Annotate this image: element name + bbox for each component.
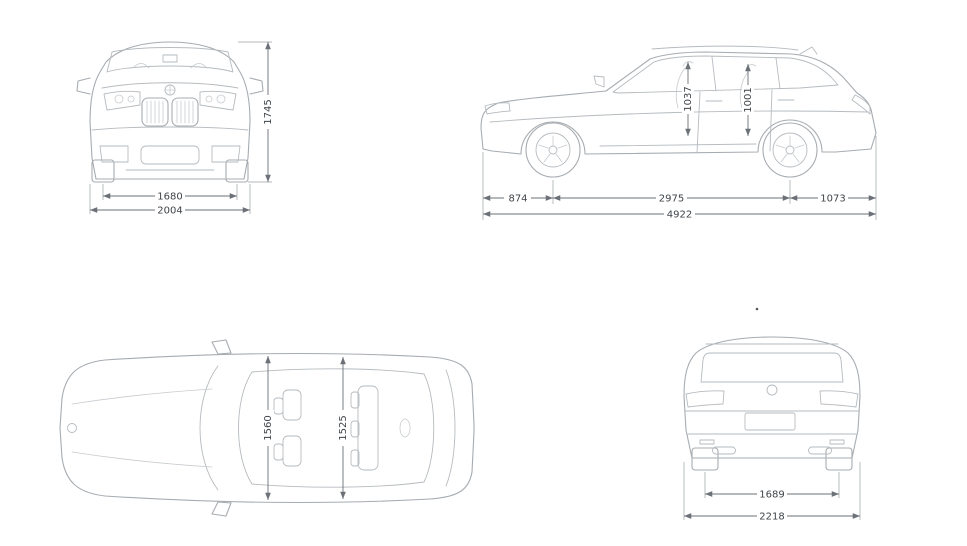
- front-roundel-cross-icon: [164, 84, 176, 96]
- front-body-outline: [89, 41, 251, 180]
- rear-width-label: 2218: [759, 512, 784, 523]
- top-rear-bench-seat: [350, 385, 379, 471]
- front-bumper-details: [91, 126, 249, 171]
- top-front-width-label: 1560: [263, 415, 274, 440]
- top-bmw-roundel: [67, 423, 77, 433]
- top-side-mirrors: [211, 339, 232, 517]
- rear-body-outline: [683, 336, 861, 459]
- side-extension-lines: [482, 136, 877, 220]
- front-hood-line: [101, 82, 239, 89]
- side-front-overhang-label-mask: [504, 192, 531, 204]
- top-hood-creases: [71, 388, 213, 468]
- rear-width-label-mask: [757, 510, 787, 522]
- front-headlights: [103, 90, 237, 111]
- side-rear-overhang-label: 1073: [820, 194, 845, 205]
- side-front-spokes: [538, 135, 568, 163]
- side-rear-hub: [785, 145, 795, 155]
- side-details: [484, 45, 871, 147]
- side-length-label: 4922: [667, 210, 692, 221]
- side-front-rim: [535, 132, 571, 168]
- rear-wheels: [691, 447, 853, 471]
- rear-lights-and-bumper: [684, 390, 860, 455]
- side-wheelbase-label: 2975: [659, 194, 684, 205]
- side-view: 1037 1001 874 2975 1073 4922: [480, 45, 877, 221]
- front-headlight-lenses: [114, 94, 226, 104]
- front-side-mirrors: [76, 77, 264, 95]
- rear-extension-lines: [683, 462, 861, 520]
- side-rear-overhang-label-mask: [818, 192, 848, 204]
- stray-dot: [755, 307, 759, 311]
- side-rear-spokes: [775, 135, 805, 163]
- side-front-headroom-label: 1037: [683, 86, 694, 111]
- front-extension-lines: [89, 41, 272, 214]
- top-view: 1560 1525: [59, 339, 475, 517]
- side-front-overhang-label: 874: [508, 194, 527, 205]
- top-glass-lines: [199, 365, 456, 491]
- side-rear-tire: [762, 122, 818, 178]
- top-cargo-detail: [399, 418, 411, 438]
- rear-bmw-roundel: [766, 384, 778, 396]
- top-body-outline: [59, 353, 475, 503]
- front-view: 1745 1680 2004: [76, 41, 274, 217]
- side-front-tire: [525, 122, 581, 178]
- front-track-label-mask: [155, 190, 185, 202]
- top-front-seats: [273, 389, 302, 467]
- front-height-label-mask: [262, 95, 274, 129]
- side-length-label-mask: [664, 208, 695, 220]
- side-front-hub: [548, 145, 558, 155]
- rear-window: [700, 343, 844, 383]
- side-wheels: [525, 122, 818, 178]
- side-rear-headroom-label: 1001: [743, 87, 754, 112]
- front-width-label-mask: [155, 204, 185, 216]
- top-rear-width-label: 1525: [338, 415, 349, 440]
- side-rear-headroom-label-mask: [742, 85, 754, 115]
- rear-view: 1689 2218: [683, 307, 861, 523]
- top-front-width-label-mask: [262, 410, 274, 446]
- side-front-headroom-label-mask: [682, 84, 694, 114]
- front-windshield: [106, 47, 234, 73]
- top-rear-width-label-mask: [337, 410, 349, 446]
- front-width-label: 2004: [157, 206, 182, 217]
- front-height-label: 1745: [263, 99, 274, 124]
- side-seats: [675, 61, 757, 109]
- side-door-lines: [593, 75, 795, 154]
- side-windows: [612, 55, 839, 94]
- side-wheelbase-label-mask: [656, 192, 687, 204]
- front-track-label: 1680: [157, 192, 182, 203]
- front-grille-slats: [146, 100, 194, 124]
- front-seat-headrests: [132, 63, 208, 69]
- side-body-outline: [480, 51, 877, 155]
- rear-track-label-mask: [757, 488, 787, 500]
- side-rear-rim: [772, 132, 808, 168]
- front-kidney-grille: [141, 97, 199, 127]
- rear-track-label: 1689: [759, 490, 784, 501]
